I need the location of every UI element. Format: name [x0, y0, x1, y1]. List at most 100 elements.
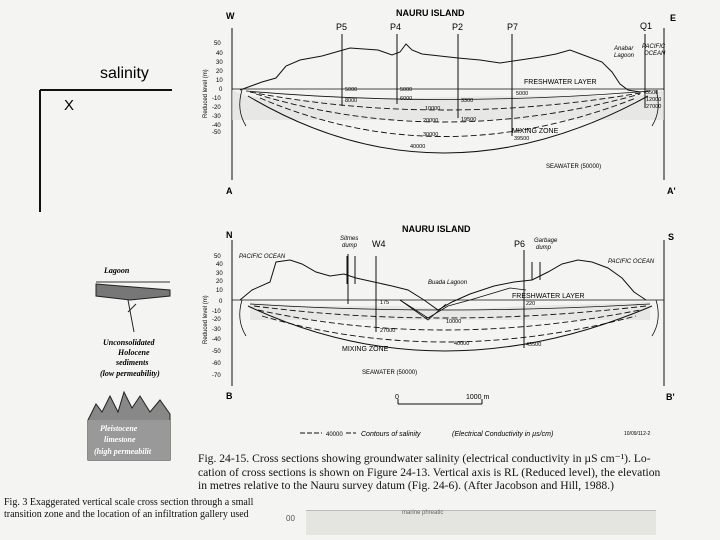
well-label: P2	[452, 22, 463, 32]
pacific-ocean-right: PACIFIC OCEAN	[608, 259, 655, 265]
y-tick: 0	[219, 87, 223, 93]
lagoon-label: Lagoon	[103, 266, 130, 275]
corner-w: W	[226, 11, 235, 21]
salinity-label: salinity	[100, 65, 149, 82]
garbage-label: Garbage	[534, 238, 558, 244]
y-tick: 50	[214, 41, 221, 47]
contour-label: 39500	[514, 136, 529, 142]
pacific-ocean-left: PACIFIC OCEAN	[239, 254, 286, 260]
left-figure-fragment: salinity X Lagoon Unconsolidated Holocen…	[39, 65, 172, 461]
x-mark: X	[64, 97, 74, 114]
low-permeability-label: (low permeability)	[100, 369, 160, 378]
y-tick: 40	[216, 262, 223, 268]
corner-b-prime: B'	[666, 392, 675, 402]
corner-a: A	[226, 186, 233, 196]
well-label-p6: P6	[514, 239, 525, 249]
y-axis-label: Reduced level (m)	[203, 295, 209, 344]
bottom-cross-section: N S B B' NAURU ISLAND 50 40 30 20 10 0 -…	[203, 224, 675, 402]
scale-end: 1000 m	[466, 394, 490, 401]
ocean-label: OCEAN	[644, 51, 666, 57]
contour-label: 175	[380, 300, 389, 306]
y-tick: -60	[212, 361, 221, 367]
well-label-w4: W4	[372, 239, 386, 249]
well-label: P5	[336, 22, 347, 32]
figure-caption: Fig. 24-15. Cross sections showing groun…	[198, 452, 718, 493]
legend-sample: 40000	[326, 432, 343, 438]
contour-label: 10000	[425, 106, 440, 112]
contour-label: 6000	[400, 96, 412, 102]
corner-a-prime: A'	[667, 186, 676, 196]
well-label: Q1	[640, 21, 652, 31]
lagoon-label: Lagoon	[614, 53, 635, 59]
contour-label: 43500	[526, 342, 541, 348]
y-tick: -40	[212, 123, 221, 129]
contour-label: 10000	[446, 319, 461, 325]
scale-zero: 0	[395, 394, 399, 401]
y-tick: -50	[212, 349, 221, 355]
legend-text: Contours of salinity	[361, 431, 421, 438]
sitmes-label: Sitmes	[340, 236, 358, 242]
underlying-figure-text: marine phreatic	[402, 510, 444, 516]
corner-b: B	[226, 391, 233, 401]
top-cross-section: W E A A' NAURU ISLAND 50 40 30 20 10 0 -…	[203, 8, 676, 196]
limestone-label: limestone	[104, 435, 136, 444]
contour-label: 19500	[461, 117, 476, 123]
well-label: P7	[507, 22, 518, 32]
pleistocene-label: Pleistocene	[100, 424, 138, 433]
y-tick: -30	[212, 114, 221, 120]
fig3-caption-line: Fig. 3 Exaggerated vertical scale cross …	[4, 497, 254, 508]
contour-label: 8000	[345, 98, 357, 104]
legend-code: 10/09/112-2	[624, 431, 651, 437]
unconsolidated-label: Unconsolidated	[103, 338, 156, 347]
underlying-figure-number: 00	[286, 514, 295, 523]
caption-line: Fig. 24-15. Cross sections showing groun…	[198, 452, 651, 465]
freshwater-layer: FRESHWATER LAYER	[524, 79, 597, 86]
bottom-y-axis: 50 40 30 20 10 0 -10 -20 -30 -40 -50 -60…	[203, 254, 223, 379]
top-y-axis: 50 40 30 20 10 0 -10 -20 -30 -40 -50 Red…	[203, 41, 223, 136]
well-label: P4	[390, 22, 401, 32]
contour-label: 5000	[516, 91, 528, 97]
y-tick: -40	[212, 337, 221, 343]
buada-lagoon-label: Buada Lagoon	[428, 280, 468, 286]
y-tick: 10	[216, 78, 223, 84]
legend: 40000 Contours of salinity (Electrical C…	[300, 431, 651, 438]
y-tick: 20	[216, 279, 223, 285]
scale-bar: 0 1000 m	[395, 394, 490, 405]
corner-s: S	[668, 232, 674, 242]
y-tick: 20	[216, 69, 223, 75]
y-tick: 0	[219, 299, 223, 305]
bottom-ground-surface	[239, 259, 647, 311]
contour-label: 20000	[423, 118, 438, 124]
top-contour-labels: 5000 8000 5000 6000 3300 10000 19500 200…	[345, 87, 661, 150]
corner-e: E	[670, 13, 676, 23]
y-tick: -20	[212, 105, 221, 111]
mixing-zone: MIXING ZONE	[512, 128, 559, 135]
contour-label: 5000	[345, 87, 357, 93]
garbage-dump-label: dump	[536, 245, 552, 251]
bottom-title: NAURU ISLAND	[402, 224, 471, 234]
contour-label: 40000	[410, 144, 425, 150]
y-tick: -70	[212, 373, 221, 379]
top-ground-surface	[239, 43, 641, 93]
pacific-label: PACIFIC	[642, 44, 666, 50]
y-axis-label: Reduced level (m)	[203, 69, 209, 118]
sediments-label: sediments	[115, 358, 148, 367]
y-tick: 50	[214, 254, 221, 260]
contour-label: 40000	[454, 341, 469, 347]
contour-label: 30000	[423, 132, 438, 138]
contour-label: 27000	[646, 104, 661, 110]
y-tick: 10	[216, 288, 223, 294]
y-tick: 30	[216, 271, 223, 277]
caption-line: in metres relative to the Nauru survey d…	[198, 479, 614, 493]
top-title: NAURU ISLAND	[396, 8, 465, 18]
sitmes-dump-label: dump	[342, 243, 358, 249]
seawater-label: SEAWATER (50000)	[546, 164, 601, 170]
high-permeability-label: (high permeabilit	[94, 447, 152, 456]
contour-label: 12000	[646, 97, 661, 103]
contour-label: 3300	[461, 98, 473, 104]
legend-paren: (Electrical Conductivity in µs/cm)	[452, 431, 553, 438]
caption-line: cation of cross sections is shown on Fig…	[198, 465, 661, 479]
fig3-caption: Fig. 3 Exaggerated vertical scale cross …	[4, 497, 304, 521]
